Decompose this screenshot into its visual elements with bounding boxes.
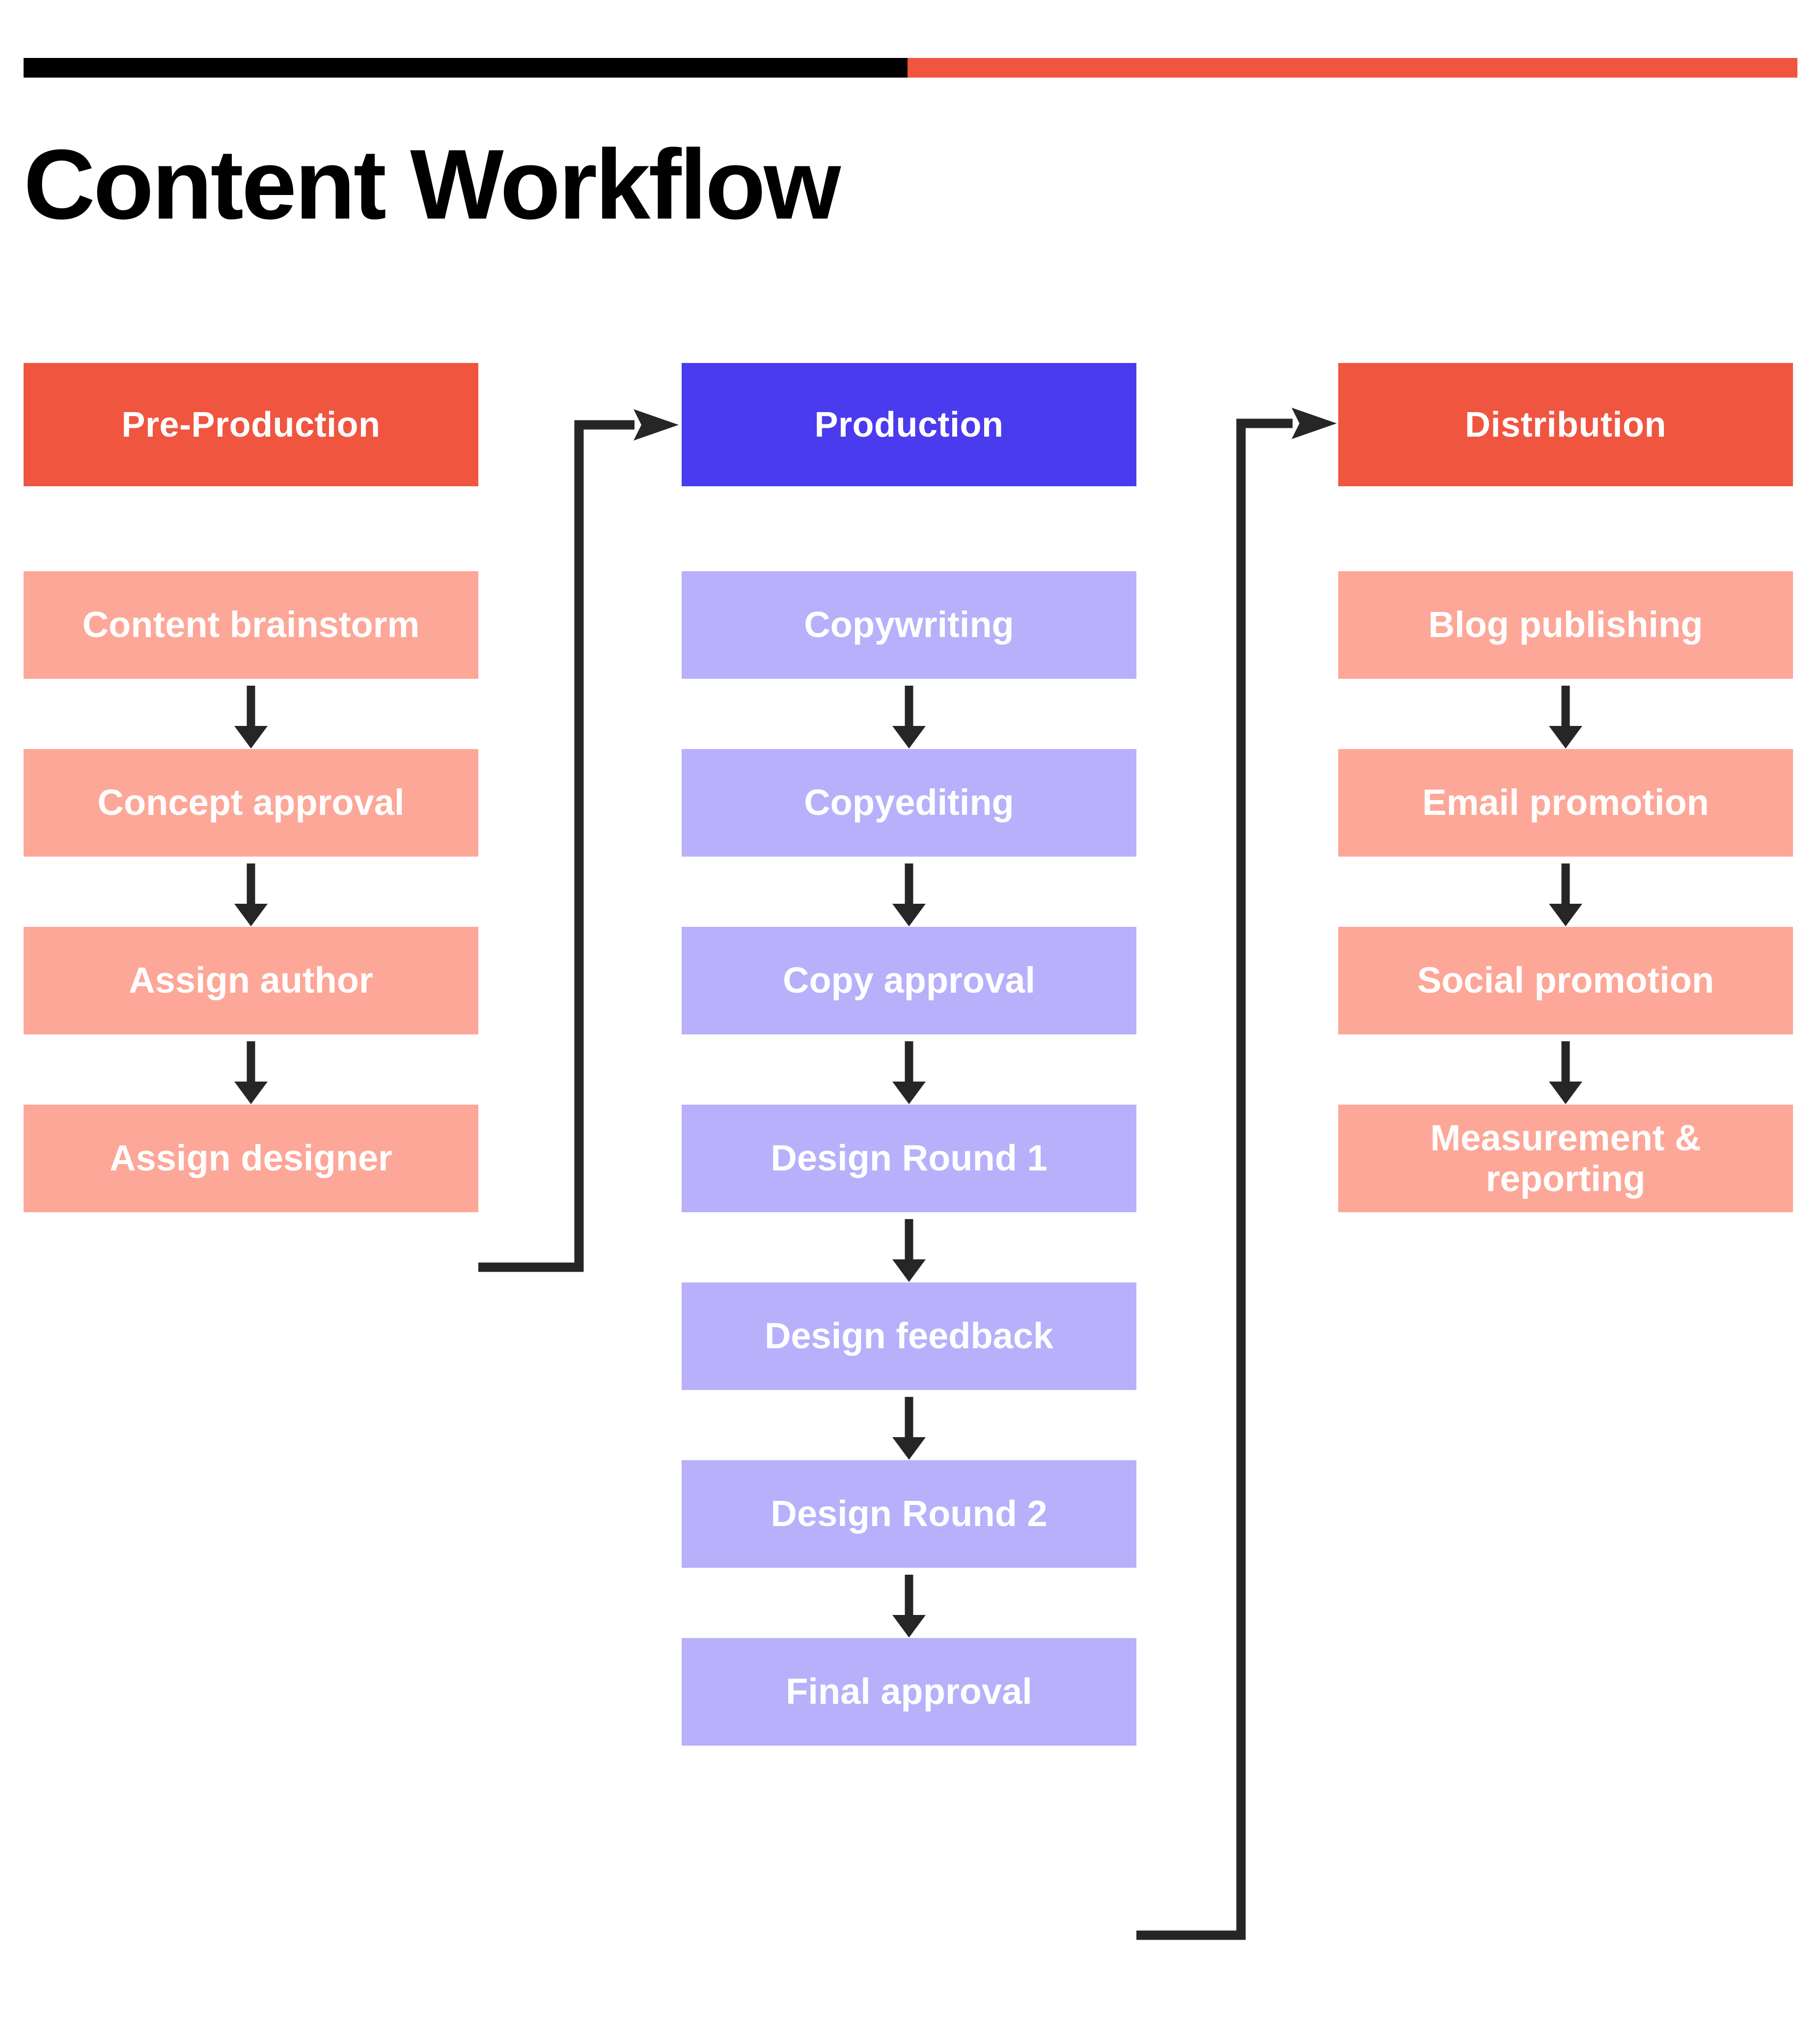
step-box[interactable]: Final approval: [682, 1638, 1136, 1746]
step-box[interactable]: Design Round 1: [682, 1105, 1136, 1212]
step-box[interactable]: Design Round 2: [682, 1460, 1136, 1568]
down-arrow-icon: [1338, 857, 1793, 927]
arrow-head: [1549, 904, 1582, 926]
column-header-production[interactable]: Production: [682, 363, 1136, 486]
arrow-head: [892, 1437, 926, 1460]
arrow-head: [892, 726, 926, 749]
step-box[interactable]: Assign designer: [24, 1105, 478, 1212]
step-box[interactable]: Copy approval: [682, 927, 1136, 1034]
top-rule-accent-segment: [908, 58, 1797, 78]
arrow-shaft: [247, 1041, 255, 1085]
arrow-head: [892, 1259, 926, 1282]
arrow-shaft: [247, 863, 255, 907]
step-box[interactable]: Content brainstorm: [24, 571, 478, 679]
arrow-shaft: [905, 1219, 913, 1262]
arrow-head: [892, 904, 926, 926]
arrow-shaft: [247, 686, 255, 729]
down-arrow-icon: [682, 1034, 1136, 1105]
step-list-production: Copywriting Copyediting Copy approval De…: [682, 571, 1136, 1746]
column-production: Production Copywriting Copyediting Copy …: [682, 363, 1136, 1746]
step-box[interactable]: Copyediting: [682, 749, 1136, 857]
step-box[interactable]: Email promotion: [1338, 749, 1793, 857]
arrow-shaft: [905, 1041, 913, 1085]
top-rule-black-segment: [24, 58, 908, 78]
arrow-shaft: [905, 686, 913, 729]
down-arrow-icon: [24, 679, 478, 749]
step-list-distribution: Blog publishing Email promotion Social p…: [1338, 571, 1793, 1212]
arrow-shaft: [905, 1397, 913, 1440]
step-box[interactable]: Design feedback: [682, 1282, 1136, 1390]
down-arrow-icon: [682, 679, 1136, 749]
down-arrow-icon: [1338, 1034, 1793, 1105]
step-box[interactable]: Measurement & reporting: [1338, 1105, 1793, 1212]
step-box[interactable]: Assign author: [24, 927, 478, 1034]
down-arrow-icon: [682, 1568, 1136, 1638]
column-header-distribution[interactable]: Distribution: [1338, 363, 1793, 486]
arrow-shaft: [1561, 863, 1570, 907]
arrow-head: [234, 1082, 268, 1104]
arrow-shaft: [905, 1575, 913, 1618]
arrow-shaft: [1561, 686, 1570, 729]
down-arrow-icon: [24, 1034, 478, 1105]
down-arrow-icon: [682, 857, 1136, 927]
step-box[interactable]: Blog publishing: [1338, 571, 1793, 679]
connector-production-to-distribution: [1136, 408, 1337, 1940]
arrow-head: [1549, 726, 1582, 749]
connector-pre-to-production: [478, 409, 679, 1272]
column-pre-production: Pre-Production Content brainstorm Concep…: [24, 363, 478, 1212]
arrow-head: [1549, 1082, 1582, 1104]
arrow-shaft: [905, 863, 913, 907]
down-arrow-icon: [682, 1212, 1136, 1282]
arrow-head: [892, 1082, 926, 1104]
down-arrow-icon: [1338, 679, 1793, 749]
arrow-shaft: [1561, 1041, 1570, 1085]
down-arrow-icon: [24, 857, 478, 927]
column-distribution: Distribution Blog publishing Email promo…: [1338, 363, 1793, 1212]
arrow-head: [234, 726, 268, 749]
step-box[interactable]: Concept approval: [24, 749, 478, 857]
arrow-head: [892, 1615, 926, 1638]
step-box[interactable]: Social promotion: [1338, 927, 1793, 1034]
column-header-pre-production[interactable]: Pre-Production: [24, 363, 478, 486]
top-rule: [24, 58, 1797, 78]
arrow-head: [234, 904, 268, 926]
step-list-pre-production: Content brainstorm Concept approval Assi…: [24, 571, 478, 1212]
step-box[interactable]: Copywriting: [682, 571, 1136, 679]
down-arrow-icon: [682, 1390, 1136, 1460]
page-title: Content Workflow: [24, 129, 841, 240]
